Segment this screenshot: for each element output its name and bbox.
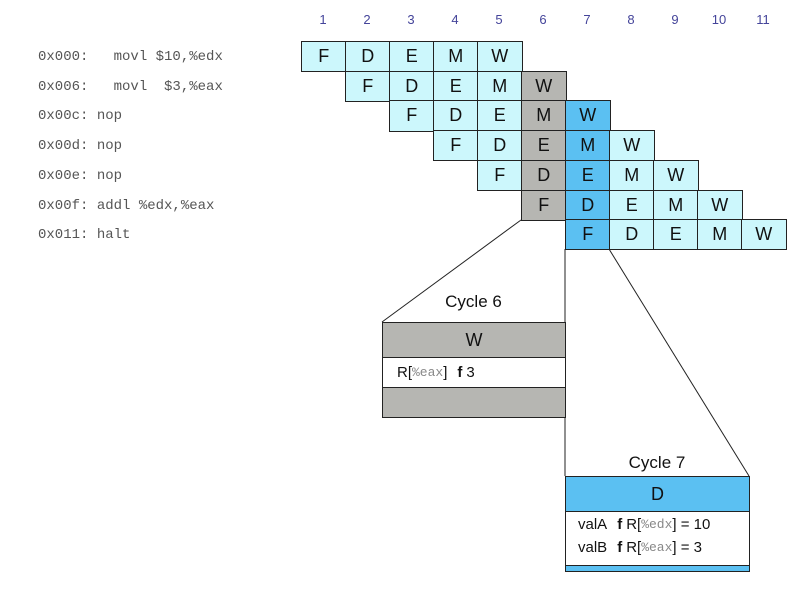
instruction-address: 0x00e: xyxy=(38,167,89,184)
reg-value: ] = 3 xyxy=(672,539,703,556)
cycle6-bottom-strip xyxy=(383,388,565,417)
instruction-line: 0x00c: nop xyxy=(38,108,122,124)
cycle-number: 6 xyxy=(539,12,547,27)
operand-name: valA xyxy=(578,516,608,533)
cycle-number: 5 xyxy=(495,12,503,27)
instruction-line: 0x00f: addl %edx,%eax xyxy=(38,198,214,214)
pipeline-stage-cell: M xyxy=(653,189,699,221)
instruction-address: 0x006: xyxy=(38,78,89,95)
cycle7-title: Cycle 7 xyxy=(628,453,686,472)
pipeline-stage-cell: E xyxy=(521,130,567,162)
pipeline-stage-cell: F xyxy=(433,130,479,162)
pipeline-stage-cell: E xyxy=(477,100,523,132)
instruction-address: 0x00f: xyxy=(38,197,89,214)
cycle6-stage-label: W xyxy=(383,323,565,358)
callout-line-cycle7-right xyxy=(608,248,750,477)
pipeline-stage-cell: F xyxy=(477,159,523,191)
pipeline-stage-cell: D xyxy=(389,70,435,102)
cycle-number: 11 xyxy=(756,12,770,27)
pipeline-stage-cell: D xyxy=(345,41,391,73)
instruction-address: 0x00d: xyxy=(38,138,89,155)
instruction-text: halt xyxy=(88,227,131,244)
cycle-number: 4 xyxy=(451,12,459,27)
pipeline-stage-cell: F xyxy=(565,219,611,251)
register-name: %edx xyxy=(641,517,673,532)
pipeline-stage-cell: F xyxy=(345,70,391,102)
pipeline-stage-cell: M xyxy=(697,219,743,251)
cycle-number: 1 xyxy=(319,12,327,27)
pipeline-stage-cell: M xyxy=(433,41,479,73)
instruction-text: addl %edx,%eax xyxy=(88,197,215,214)
instruction-text: nop xyxy=(88,138,123,155)
instruction-line: 0x011: halt xyxy=(38,227,130,243)
register-name: %eax xyxy=(412,365,444,380)
pipeline-stage-cell: W xyxy=(741,219,787,251)
arrow-symbol: f xyxy=(617,539,623,556)
cycle-number: 3 xyxy=(407,12,415,27)
instruction-line: 0x00e: nop xyxy=(38,168,122,184)
reg-ref-open: R[ xyxy=(626,516,642,533)
instruction-text: movl $3,%eax xyxy=(88,78,223,95)
pipeline-stage-cell: D xyxy=(521,159,567,191)
instruction-line: 0x000: movl $10,%edx xyxy=(38,49,223,65)
instruction-address: 0x00c: xyxy=(38,108,89,125)
register-name: %eax xyxy=(641,540,673,555)
pipeline-stage-cell: E xyxy=(565,159,611,191)
instruction-text: nop xyxy=(88,167,123,184)
pipeline-stage-cell: E xyxy=(653,219,699,251)
reg-ref-close: ] xyxy=(443,364,448,381)
pipeline-stage-cell: W xyxy=(653,159,699,191)
cycle-number: 9 xyxy=(671,12,679,27)
cycle-number: 7 xyxy=(583,12,591,27)
cycle7-stage-label: D xyxy=(566,477,749,512)
cycle-number: 10 xyxy=(711,12,727,27)
instruction-text: movl $10,%edx xyxy=(88,49,223,65)
writeback-value: 3 xyxy=(466,364,475,381)
callout-line-cycle6-left xyxy=(381,219,522,323)
pipeline-stage-cell: E xyxy=(389,41,435,73)
reg-ref-open: R[ xyxy=(626,539,642,556)
cycle6-title: Cycle 6 xyxy=(445,292,502,311)
reg-value: ] = 10 xyxy=(672,516,711,533)
instruction-address: 0x011: xyxy=(38,227,89,244)
pipeline-stage-cell: F xyxy=(521,189,567,221)
arrow-symbol: f xyxy=(617,516,623,533)
instruction-line: 0x00d: nop xyxy=(38,138,122,154)
instruction-address: 0x000: xyxy=(38,49,89,65)
cycle-number: 2 xyxy=(363,12,371,27)
cycle-number: 8 xyxy=(627,12,635,27)
cycle6-register-box: W R[%eax] f 3 xyxy=(382,322,566,418)
cycle6-writeback-line: R[%eax] f 3 xyxy=(383,358,565,388)
cycle7-bottom-strip xyxy=(566,566,749,571)
reg-ref-open: R[ xyxy=(397,364,412,381)
pipeline-stage-cell: M xyxy=(609,159,655,191)
arrow-symbol: f xyxy=(457,364,463,381)
operand-name: valB xyxy=(578,539,608,556)
pipeline-stage-cell: F xyxy=(301,41,347,73)
instruction-line: 0x006: movl $3,%eax xyxy=(38,79,223,95)
instruction-text: nop xyxy=(88,108,123,125)
